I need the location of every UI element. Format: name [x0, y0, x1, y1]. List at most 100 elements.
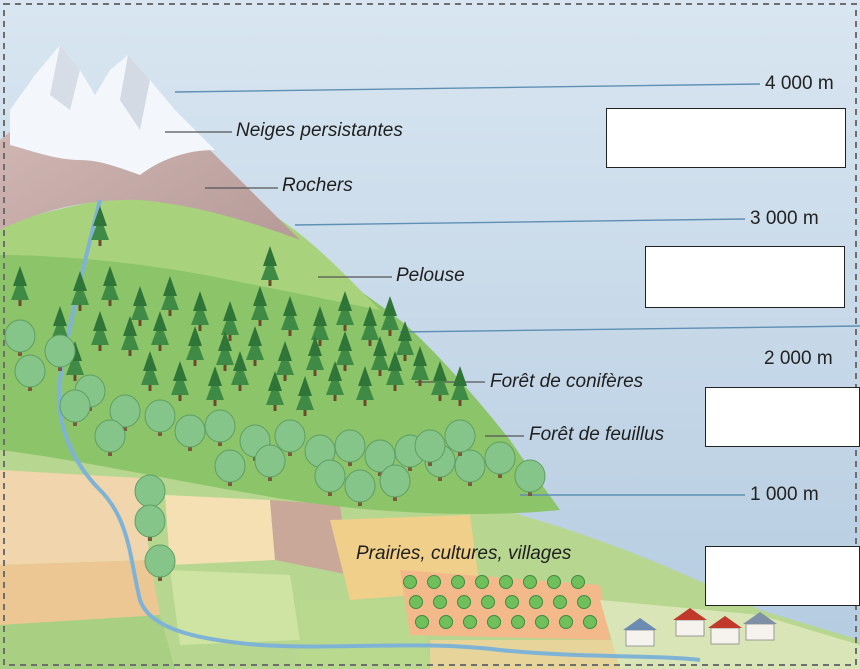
deciduous-tree: [14, 354, 46, 391]
altitude-lines: [174, 83, 860, 496]
conifer-tree: [251, 286, 269, 326]
deciduous-tree: [134, 504, 166, 541]
conifer-tree: [266, 371, 284, 411]
field-patch: [0, 470, 150, 565]
village-house: [708, 616, 742, 645]
label-snow: Neiges persistantes: [236, 120, 403, 141]
orchard-tree: [439, 615, 453, 629]
orchard-tree: [511, 615, 525, 629]
altitude-line-4000: [174, 83, 761, 93]
deciduous-tree: [274, 419, 306, 456]
answer-box-1[interactable]: [606, 108, 846, 168]
deciduous-tree: [484, 441, 516, 478]
orchard-tree: [415, 615, 429, 629]
orchard-tree: [427, 575, 441, 589]
orchard-trees: [403, 575, 597, 629]
label-farmland: Prairies, cultures, villages: [356, 543, 572, 564]
orchard-tree: [505, 595, 519, 609]
village-house: [743, 612, 777, 641]
field-patch: [300, 600, 430, 669]
conifer-tree: [326, 361, 344, 401]
field-patch: [0, 560, 160, 625]
conifer-tree: [296, 376, 314, 416]
altitude-line-2000: [399, 325, 860, 333]
deciduous-tree: [334, 429, 366, 466]
deciduous-tree: [59, 389, 91, 426]
conifer-tree: [191, 291, 209, 331]
conifer-tree: [276, 341, 294, 381]
orchard-tree: [433, 595, 447, 609]
deciduous-trees: [4, 319, 546, 581]
altitude-1000-label: 1 000 m: [750, 484, 819, 505]
farmland-fields: [0, 470, 860, 669]
deciduous-tree: [414, 429, 446, 466]
field-patch: [170, 570, 300, 645]
label-rocks: Rochers: [282, 175, 353, 196]
conifer-tree: [151, 311, 169, 351]
orchard-tree: [457, 595, 471, 609]
deciduous-tree: [94, 419, 126, 456]
snow-shade: [120, 55, 150, 130]
orchard-tree: [529, 595, 543, 609]
conifer-tree: [411, 346, 429, 386]
field-patch: [165, 495, 275, 565]
orchard-tree: [451, 575, 465, 589]
altitude-2000-label: 2 000 m: [764, 348, 833, 369]
conifer-tree: [91, 311, 109, 351]
orchard-tree: [523, 575, 537, 589]
river: [57, 199, 701, 662]
deciduous-tree: [44, 334, 76, 371]
conifer-tree: [131, 286, 149, 326]
deciduous-tree: [174, 414, 206, 451]
conifer-tree: [261, 246, 279, 286]
orchard-tree: [583, 615, 597, 629]
deciduous-tree: [444, 419, 476, 456]
deciduous-tree: [144, 544, 176, 581]
conifer-tree: [161, 276, 179, 316]
answer-box-3[interactable]: [705, 387, 860, 447]
conifer-tree: [336, 331, 354, 371]
answer-box-4[interactable]: [705, 546, 860, 606]
deciduous-tree: [109, 394, 141, 431]
deciduous-tree: [514, 459, 546, 496]
conifer-tree: [311, 306, 329, 346]
deciduous-tree: [314, 459, 346, 496]
field-patch: [270, 500, 350, 575]
conifer-tree: [386, 351, 404, 391]
conifer-tree: [451, 366, 469, 406]
deciduous-tree: [379, 464, 411, 501]
conifer-tree: [396, 321, 414, 361]
orchard-tree: [463, 615, 477, 629]
conifer-tree: [71, 271, 89, 311]
altitude-4000-label: 4 000 m: [765, 73, 834, 94]
orchard-tree: [559, 615, 573, 629]
deciduous-tree: [214, 449, 246, 486]
label-deciduous: Forêt de feuillus: [529, 424, 665, 445]
orchard-tree: [475, 575, 489, 589]
conifer-tree: [281, 296, 299, 336]
village-house: [623, 618, 657, 647]
conifer-tree: [381, 296, 399, 336]
field-patch: [0, 615, 175, 669]
orchard-tree: [577, 595, 591, 609]
deciduous-tree: [4, 319, 36, 356]
deciduous-tree: [344, 469, 376, 506]
conifer-tree: [121, 316, 139, 356]
conifer-tree: [186, 326, 204, 366]
label-leaders: [165, 131, 524, 437]
answer-box-2[interactable]: [645, 246, 845, 308]
conifer-tree: [356, 366, 374, 406]
orchard-tree: [535, 615, 549, 629]
conifer-tree: [11, 266, 29, 306]
dashed-frame: [3, 3, 857, 666]
conifer-tree: [216, 331, 234, 371]
conifer-tree: [221, 301, 239, 341]
altitude-line-3000: [294, 218, 746, 226]
conifer-tree: [171, 361, 189, 401]
conifer-tree: [246, 326, 264, 366]
snow-shade: [50, 45, 80, 110]
orchard-tree: [547, 575, 561, 589]
deciduous-tree: [144, 399, 176, 436]
conifer-tree: [361, 306, 379, 346]
